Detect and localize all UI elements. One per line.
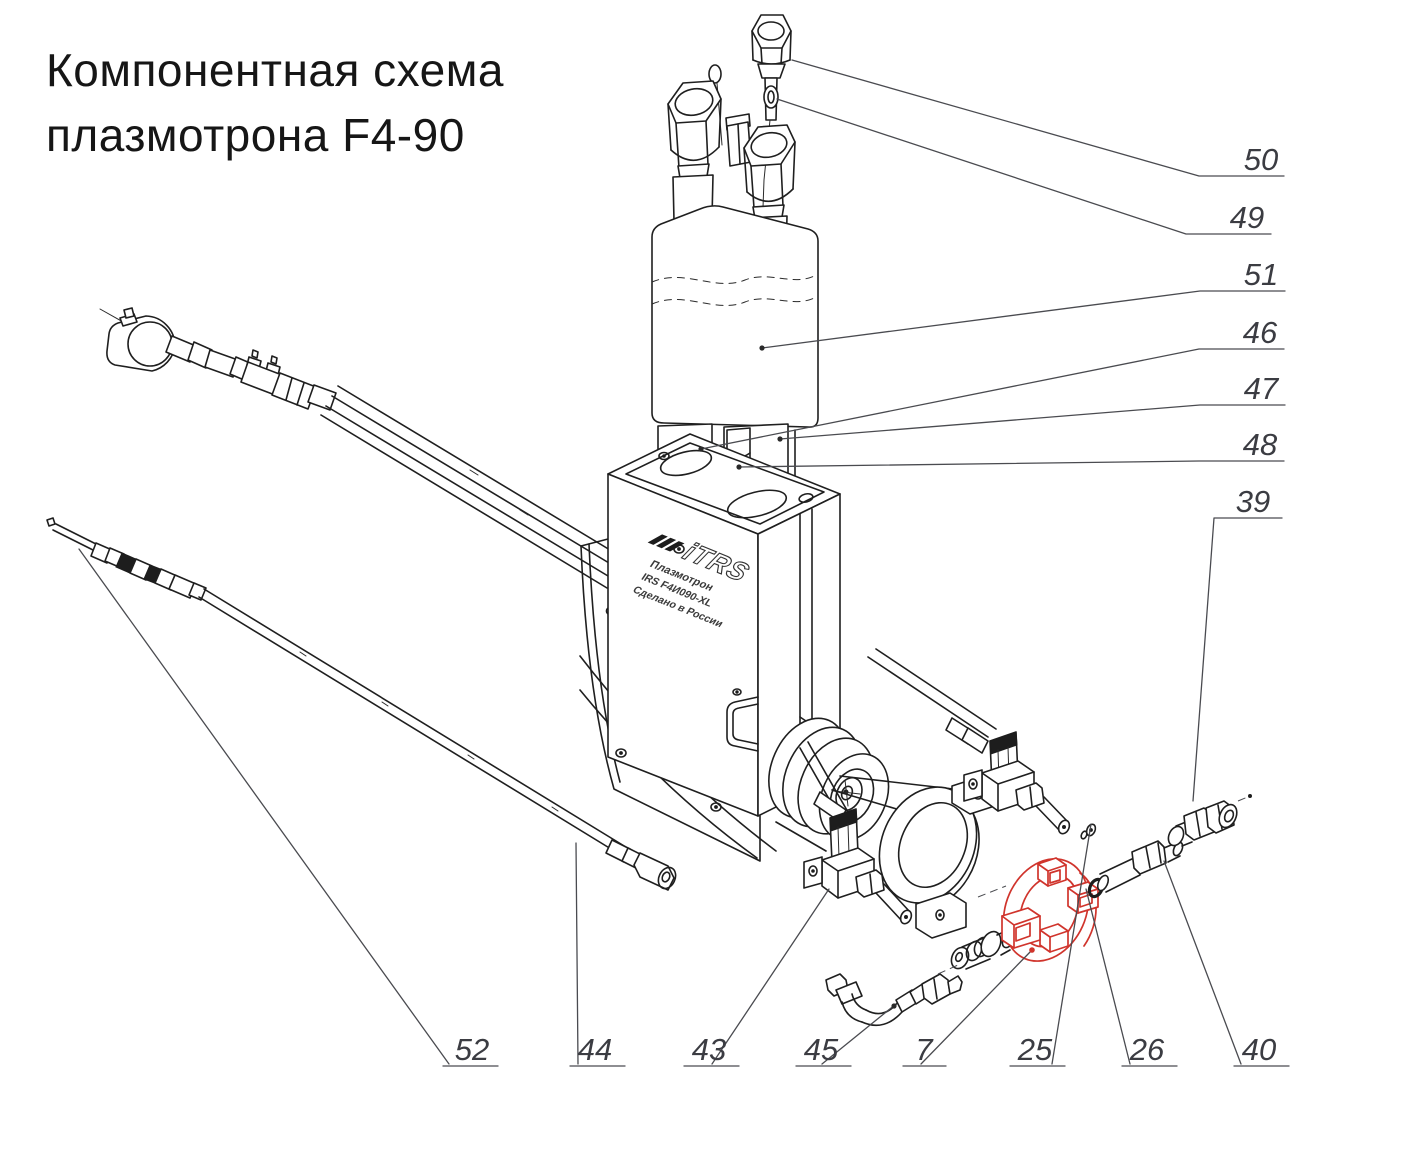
elbow-fitting-right [867,648,1071,835]
part-label-40: 40 [1242,1032,1276,1067]
part-label-7: 7 [915,1032,934,1067]
valve-fitting-50 [751,14,792,236]
tube-assembly-44 [46,517,677,891]
part-label-45: 45 [804,1032,839,1067]
left-hose-connector [667,80,722,225]
elbow-fitting-left [799,741,913,925]
title-line-2: плазмотрона F4-90 [46,109,465,162]
part-label-44: 44 [578,1032,612,1067]
leader-lines [78,59,1290,1067]
part-label-25: 25 [1017,1032,1053,1067]
nipple-40 [1087,840,1184,899]
title-line-1: Компонентная схема [46,44,504,96]
part-label-39: 39 [1236,484,1270,519]
part-label-48: 48 [1243,427,1278,462]
highlighted-swirl-ring-7 [1001,857,1099,962]
coupling-39 [1167,800,1238,847]
sleeve-51 [651,205,819,428]
part-label-49: 49 [1230,200,1264,235]
part-label-46: 46 [1243,315,1278,350]
part-label-51: 51 [1244,257,1278,292]
part-label-52: 52 [455,1032,489,1067]
axis-centerlines [937,794,1252,975]
body-front-face [607,473,759,817]
hose-assembly-52 [99,307,626,589]
elbow-hose-45 [825,973,963,1027]
wire-ring-49 [708,64,779,146]
part-label-43: 43 [692,1032,726,1067]
part-label-47: 47 [1244,371,1280,406]
part-label-50: 50 [1244,142,1278,177]
part-number-labels: 50 49 51 46 47 48 39 52 44 43 45 7 25 26… [455,142,1280,1067]
page-title: Компонентная схема плазмотрона F4-90 [46,38,504,169]
part-label-26: 26 [1129,1032,1165,1067]
